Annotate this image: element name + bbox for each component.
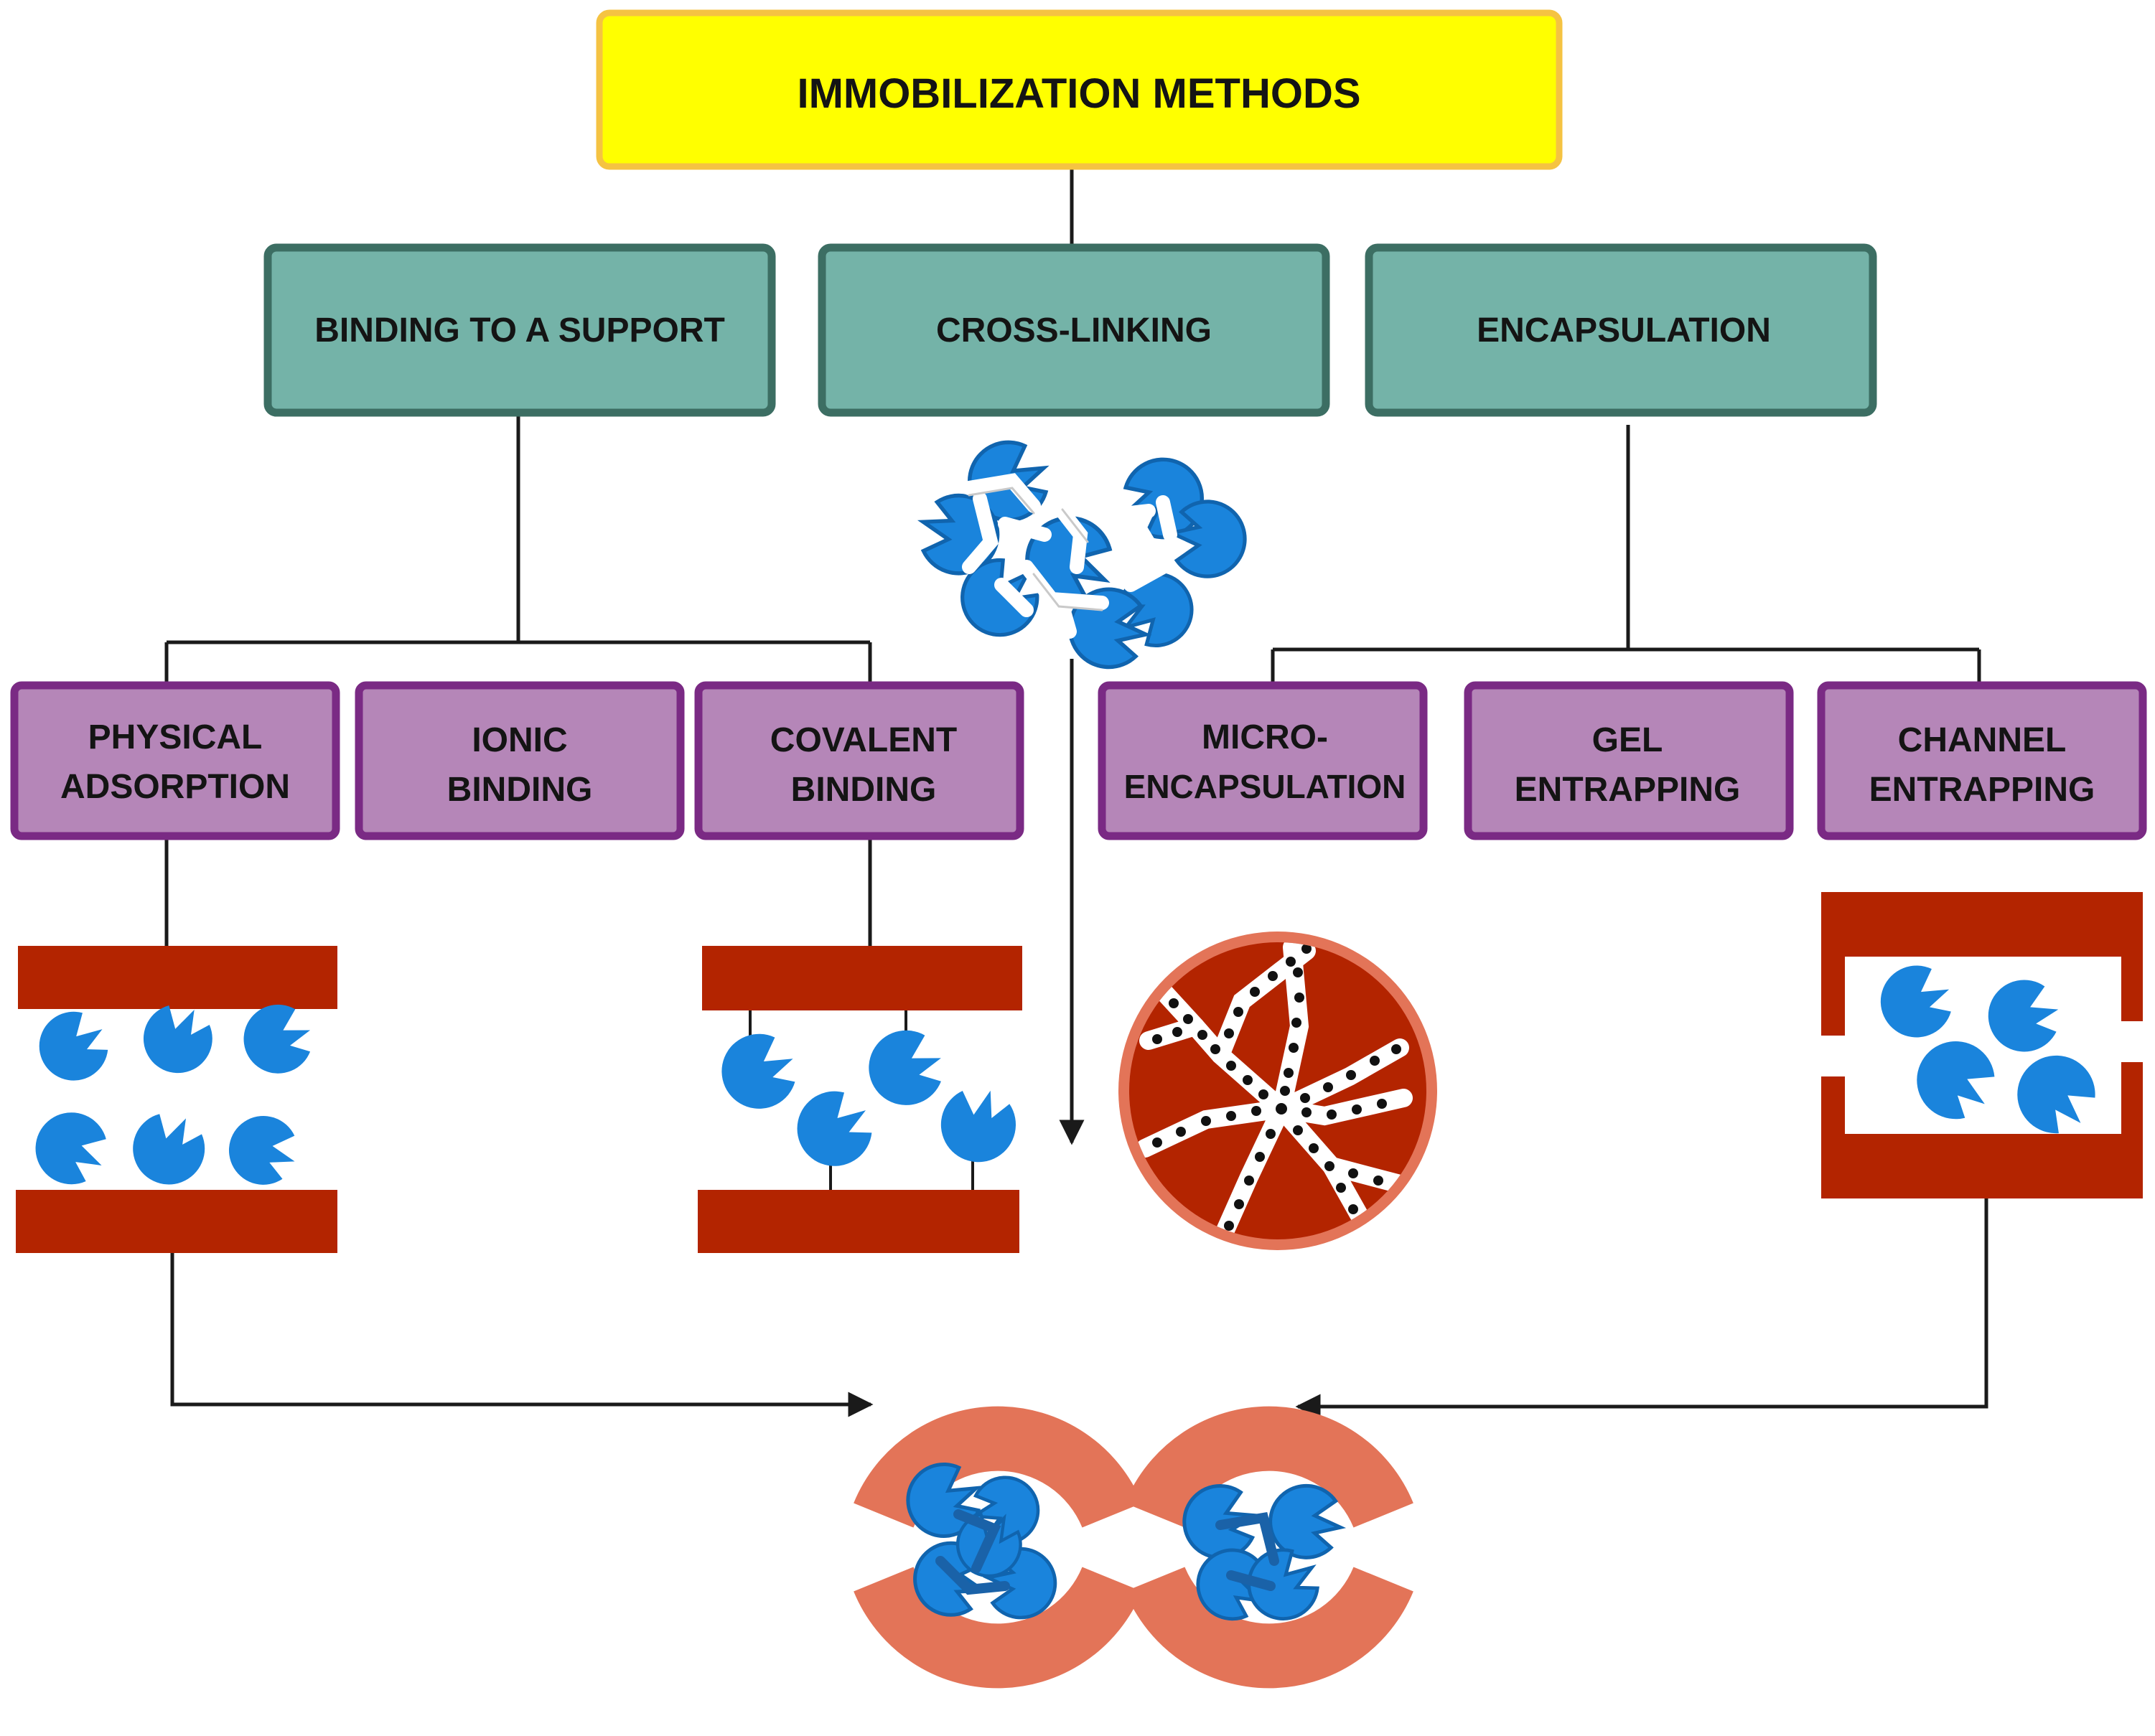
enzyme-icon <box>1870 955 2110 1148</box>
enzyme-icon <box>711 1022 1027 1180</box>
method-covalent-binding: COVALENT BINDING <box>694 681 1024 840</box>
gel-bead-icon <box>1118 932 1437 1250</box>
method-label-line1: IONIC <box>472 721 567 759</box>
category-label: CROSS-LINKING <box>936 311 1212 349</box>
method-gel-entrapping: GEL ENTRAPPING <box>1464 681 1794 840</box>
method-label-line2: ENTRAPPING <box>1515 771 1741 809</box>
category-label: BINDING TO A SUPPORT <box>314 311 725 349</box>
method-label-line2: ADSORPTION <box>60 768 290 806</box>
method-label-line1: COVALENT <box>770 721 957 759</box>
enzyme-icon <box>22 993 319 1198</box>
category-binding-to-support: BINDING TO A SUPPORT <box>263 243 776 417</box>
root-node: IMMOBILIZATION METHODS <box>596 9 1563 170</box>
category-encapsulation: ENCAPSULATION <box>1365 243 1877 417</box>
channel-entrapping-icon <box>1821 892 2143 1198</box>
method-label-line1: GEL <box>1592 721 1663 759</box>
cross-linked-enzyme-aggregate-icon <box>910 432 1251 673</box>
method-label-line2: ENCAPSULATION <box>1124 768 1406 805</box>
method-label-line2: BINDING <box>791 771 937 809</box>
double-capsule-icon <box>854 1406 1413 1689</box>
category-cross-linking: CROSS-LINKING <box>818 243 1330 417</box>
method-micro-encapsulation: MICRO- ENCAPSULATION <box>1098 681 1428 840</box>
category-label: ENCAPSULATION <box>1477 311 1771 349</box>
method-label-line1: MICRO- <box>1202 718 1328 756</box>
root-label: IMMOBILIZATION METHODS <box>797 70 1360 117</box>
method-physical-adsorption: PHYSICAL ADSORPTION <box>10 681 340 840</box>
method-label-line2: BINDING <box>447 771 593 809</box>
method-ionic-binding: IONIC BINDING <box>355 681 685 840</box>
method-label-line2: ENTRAPPING <box>1869 771 2095 809</box>
connector-lines <box>164 166 1988 1420</box>
physical-adsorption-icon <box>16 946 337 1253</box>
covalent-binding-icon <box>698 946 1027 1253</box>
method-label-line1: CHANNEL <box>1898 721 2067 759</box>
method-label-line1: PHYSICAL <box>88 718 263 756</box>
method-channel-entrapping: CHANNEL ENTRAPPING <box>1817 681 2147 840</box>
